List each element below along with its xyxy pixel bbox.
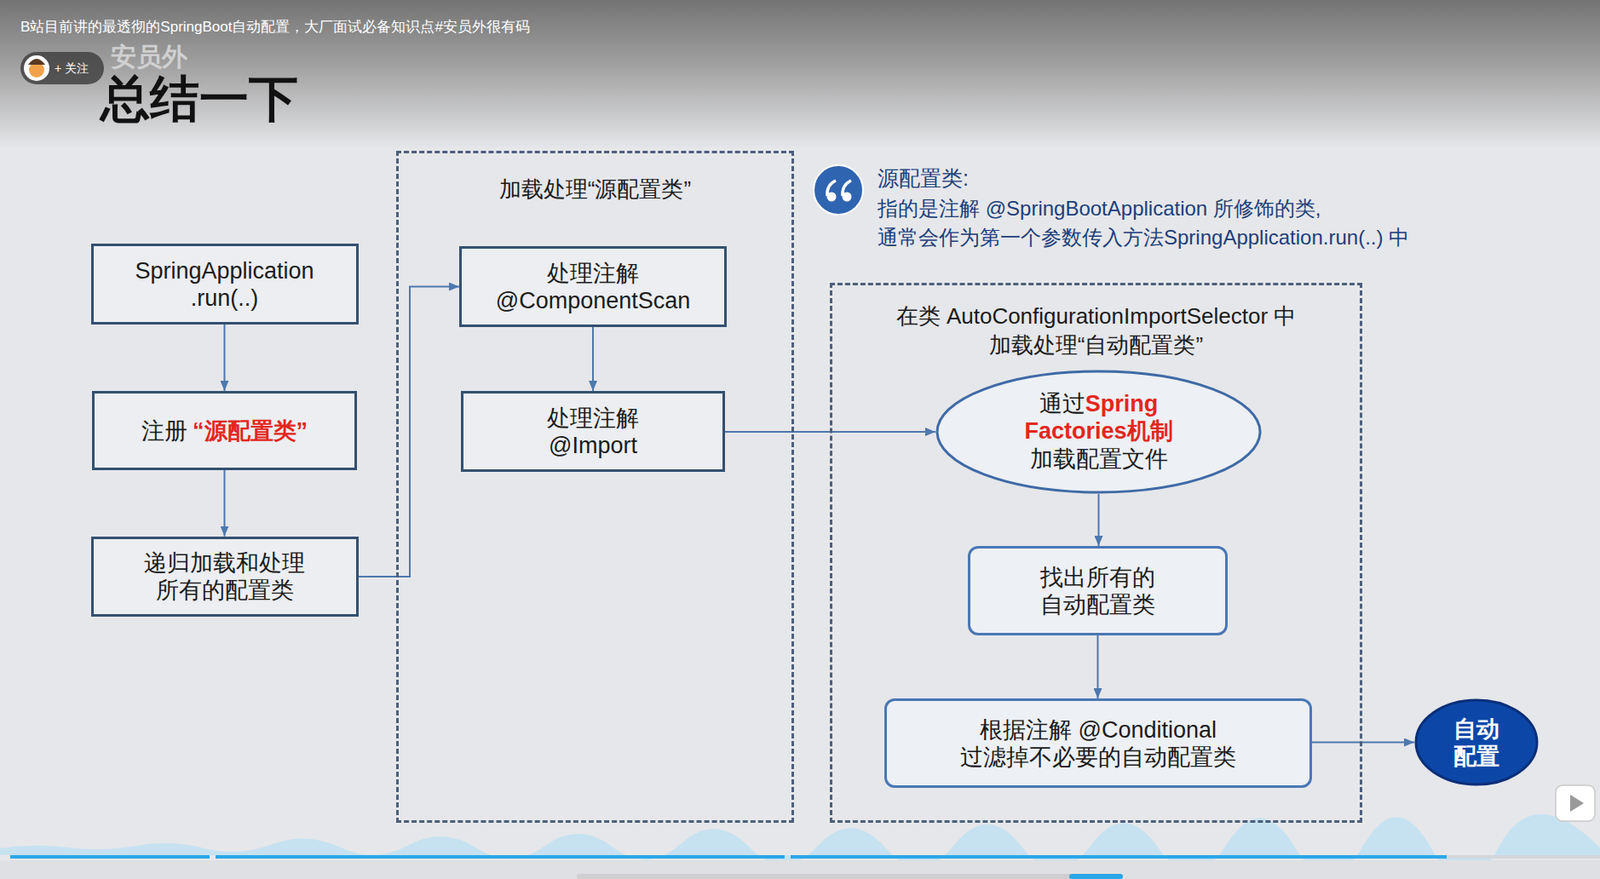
region-frame: 在类 AutoConfigurationImportSelector 中 加载处… [829,282,1363,824]
node-text: SpringApplication .run(..) [105,256,345,312]
node-text: 找出所有的 自动配置类 [1012,563,1184,619]
process-box: 找出所有的 自动配置类 [967,546,1228,636]
node-text: 处理注解 @ComponentScan [473,258,713,315]
node-text: 通过 [1039,391,1086,417]
progress-rest [1446,855,1600,859]
result-ellipse-outline [1414,698,1539,787]
scroll-thumb [1069,874,1123,879]
video-icon [1555,785,1595,822]
flow-arrow [224,470,226,537]
follow-button-text: + 关注 [54,60,89,78]
progress-segment [10,855,210,859]
node-text: 加载配置文件 [1001,445,1198,473]
flow-arrow [1097,635,1100,699]
process-box: 递归加载和处理 所有的配置类 [91,536,359,618]
bottom-strip [0,860,1600,879]
region-frame: 加载处理“源配置类” 处理注解 @ComponentScan 处理注解 @Impor… [396,150,795,824]
slide-title: 总结一下 [100,71,299,127]
process-ellipse: 通过Spring Factories机制加载配置文件 [935,369,1262,495]
node-text: 处理注解 @Import [529,403,657,460]
scroll-track [576,874,1123,879]
node-text: “源配置类” [192,417,308,444]
video-title: B站目前讲的最透彻的SpringBoot自动配置，大厂面试必备知识点#安员外很有… [20,17,530,38]
callout-body: 指的是注解 @SpringBootApplication 所修饰的类, 通常会作… [877,194,1560,252]
process-box: 根据注解 @Conditional 过滤掉不必要的自动配置类 [884,698,1313,789]
region-heading: 加载处理“源配置类” [499,175,691,205]
node-label-group: 在类 AutoConfigurationImportSelector 中 加载处… [853,302,1340,361]
ellipse-shape [937,371,1261,493]
quote-icon [813,165,864,215]
node-label-group: 自动 配置 [1446,714,1507,771]
node-label-group: 加载处理“源配置类” [499,175,691,205]
node-text: 自动 配置 [1446,714,1507,771]
audio-waveform [0,814,1600,879]
node-label-group: 找出所有的 自动配置类 [1012,563,1184,619]
ellipse-shape [1415,700,1537,785]
flow-arrow [224,324,226,392]
process-box: 处理注解 @Import [460,391,726,472]
node-label-group: 根据注解 @Conditional 过滤掉不必要的自动配置类 [944,715,1252,772]
node-label-group: 注册“源配置类” [141,416,308,444]
node-text: 根据注解 @Conditional 过滤掉不必要的自动配置类 [944,715,1252,772]
result-ellipse: 自动 配置 [1414,698,1539,787]
video-top-shade [0,0,1600,150]
avatar [23,55,50,81]
process-box: 处理注解 @ComponentScan [459,246,727,328]
flow-arrow [1312,742,1415,744]
progress-segment [790,855,1447,859]
node-text: 递归加载和处理 所有的配置类 [105,549,345,605]
node-text: 注册 [141,417,188,444]
node-label-group: SpringApplication .run(..) [105,256,345,312]
node-label-group: 处理注解 @Import [529,403,657,460]
process-box: 注册“源配置类” [92,391,357,471]
process-box: SpringApplication .run(..) [91,243,359,325]
watermark: 安员外 [110,39,188,75]
node-label-group: 处理注解 @ComponentScan [473,258,713,315]
region-heading: 在类 AutoConfigurationImportSelector 中 加载处… [853,302,1340,361]
flow-arrow [592,327,594,392]
flow-arrow [1098,494,1100,547]
node-label-group: 递归加载和处理 所有的配置类 [105,549,345,605]
progress-segment [215,855,785,859]
flow-arrow [358,287,461,578]
node-label-group: 通过Spring Factories机制加载配置文件 [1001,390,1198,473]
callout-heading: 源配置类: [877,163,969,194]
